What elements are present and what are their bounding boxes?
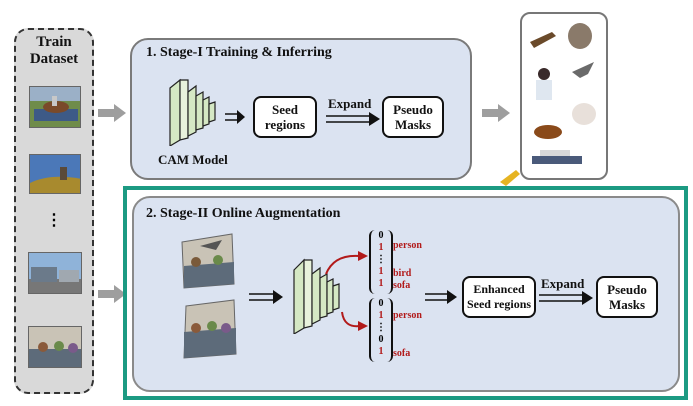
vec2-value: 0	[378, 298, 384, 309]
stage2-enhanced-seed-regions-box: Enhanced Seed regions	[462, 276, 536, 318]
vec2-label-person: person	[393, 310, 422, 321]
stage1-pseudo-masks-box: Pseudo Masks	[382, 96, 444, 138]
dataset-image-horse	[29, 86, 81, 128]
vec1-label-person: person	[393, 240, 422, 251]
vec2-ellipsis: ⋮	[376, 322, 386, 333]
vec2-value: 1	[378, 346, 384, 357]
stage2-title: 2. Stage-II Online Augmentation	[146, 206, 341, 221]
arrow-cam-to-seed	[225, 110, 245, 124]
red-curved-arrows	[325, 251, 368, 331]
arrow-vectors-to-enhanced	[425, 290, 457, 304]
stage1-seed-regions-box: Seed regions	[253, 96, 317, 138]
train-dataset-panel: Train Dataset ⋮	[14, 28, 94, 394]
vec1-label-bird: bird	[393, 268, 412, 279]
dataset-title: Train Dataset	[16, 34, 92, 68]
arrow-images-to-cam	[249, 290, 283, 304]
dataset-image-people-sofa	[28, 326, 82, 368]
vec2-value: 0	[378, 334, 384, 345]
arrow-seed-to-pseudo-stage1	[326, 112, 380, 126]
vec1-value: 0	[378, 230, 384, 241]
stage2-pseudo-masks-box: Pseudo Masks	[596, 276, 658, 318]
vec1-value: 1	[378, 278, 384, 289]
vec1-ellipsis: ⋮	[376, 254, 386, 265]
vec1-value: 1	[378, 266, 384, 277]
vec2-label-sofa: sofa	[393, 348, 411, 359]
arrow-results-to-stage2	[500, 170, 520, 186]
dataset-ellipsis: ⋮	[46, 212, 62, 229]
arrow-dataset-to-stage1	[98, 104, 126, 122]
stage2-expand-label: Expand	[541, 276, 585, 291]
cam-model-icon	[169, 78, 216, 146]
arrow-dataset-to-stage2	[98, 285, 126, 303]
stage1-title: 1. Stage-I Training & Inferring	[146, 45, 332, 60]
vec2-value: 1	[378, 310, 384, 321]
dataset-title-line2: Dataset	[29, 51, 79, 67]
stage2-panel: 2. Stage-II Online Augmentation	[132, 196, 680, 392]
dataset-title-line1: Train	[36, 34, 72, 50]
cam-model-label: CAM Model	[158, 152, 228, 167]
vec1-value: 1	[378, 242, 384, 253]
augmented-image-1	[181, 233, 235, 289]
pseudo-mask-results-panel	[520, 12, 608, 180]
arrow-enhanced-to-pseudo	[539, 291, 593, 305]
label-vector-2: 0 1 ⋮ 0 1	[369, 298, 393, 362]
segmented-objects-icon	[530, 23, 596, 164]
dataset-image-landscape	[29, 154, 81, 194]
arrow-stage1-to-results	[482, 104, 510, 122]
dataset-image-trucks	[28, 252, 82, 294]
vec1-label-sofa: sofa	[393, 280, 411, 291]
label-vector-1: 0 1 ⋮ 1 1	[369, 230, 393, 294]
stage1-expand-label: Expand	[328, 96, 372, 111]
stage2-cam-model-icon	[293, 258, 340, 334]
augmented-image-2	[183, 299, 237, 359]
